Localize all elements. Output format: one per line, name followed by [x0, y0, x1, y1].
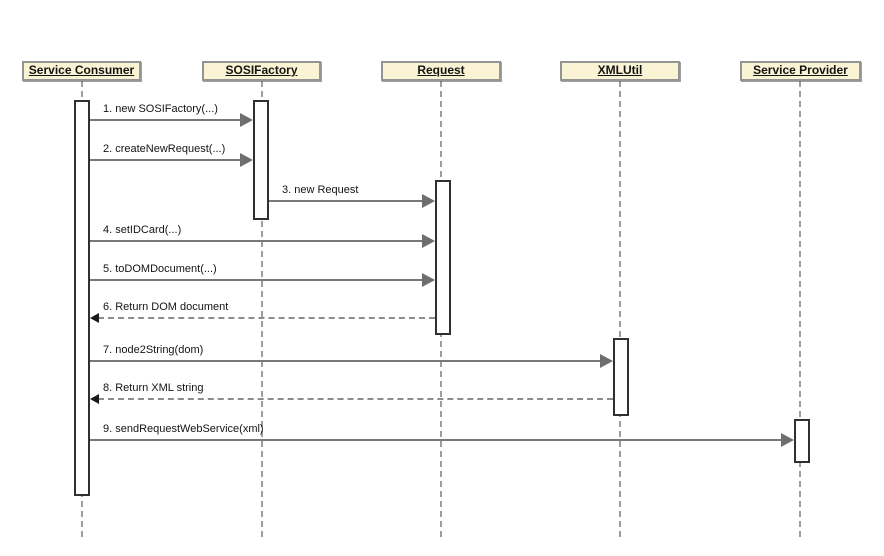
activation-bar-service-provider [794, 419, 810, 463]
message-7-node2string: 7. node2String(dom) [90, 342, 613, 368]
activation-bar-request [435, 180, 451, 335]
message-4-set-idcard: 4. setIDCard(...) [90, 222, 435, 248]
arrowhead-right-icon [240, 113, 253, 127]
message-label: 7. node2String(dom) [103, 344, 204, 356]
arrowhead-right-icon [600, 354, 613, 368]
return-dashed-line [98, 317, 435, 319]
message-2-create-new-request: 2. createNewRequest(...) [90, 141, 253, 167]
message-line [90, 360, 602, 362]
message-3-new-request: 3. new Request [269, 182, 435, 208]
lifeline-service-provider [799, 81, 801, 537]
actor-box-request: Request [381, 61, 501, 81]
message-line [90, 279, 424, 281]
message-line [90, 119, 242, 121]
message-line [269, 200, 424, 202]
lifeline-sosifactory [261, 81, 263, 537]
arrowhead-right-icon [781, 433, 794, 447]
arrowhead-right-icon [422, 194, 435, 208]
message-1-new-sosifactory: 1. new SOSIFactory(...) [90, 101, 253, 127]
actor-box-service-consumer: Service Consumer [22, 61, 141, 81]
message-label: 2. createNewRequest(...) [103, 143, 226, 155]
message-line [90, 240, 424, 242]
message-label: 9. sendRequestWebService(xml) [103, 423, 264, 435]
arrowhead-right-icon [240, 153, 253, 167]
message-label: 4. setIDCard(...) [103, 224, 182, 236]
message-5-to-dom-document: 5. toDOMDocument(...) [90, 261, 435, 287]
activation-bar-xmlutil [613, 338, 629, 416]
message-9-send-request-web-service: 9. sendRequestWebService(xml) [90, 421, 794, 447]
message-label: 1. new SOSIFactory(...) [103, 103, 218, 115]
message-6-return-dom-document: 6. Return DOM document [90, 299, 435, 323]
activation-bar-sosifactory [253, 100, 269, 220]
message-label: 8. Return XML string [103, 382, 204, 394]
message-line [90, 159, 242, 161]
arrowhead-left-icon [90, 313, 99, 323]
activation-bar-service-consumer [74, 100, 90, 496]
actor-box-sosifactory: SOSIFactory [202, 61, 321, 81]
message-line [90, 439, 783, 441]
message-label: 3. new Request [282, 184, 359, 196]
lifeline-xmlutil [619, 81, 621, 537]
return-dashed-line [98, 398, 613, 400]
actor-box-service-provider: Service Provider [740, 61, 861, 81]
actor-box-xmlutil: XMLUtil [560, 61, 680, 81]
arrowhead-right-icon [422, 234, 435, 248]
message-label: 5. toDOMDocument(...) [103, 263, 217, 275]
arrowhead-right-icon [422, 273, 435, 287]
message-8-return-xml-string: 8. Return XML string [90, 380, 613, 404]
message-label: 6. Return DOM document [103, 301, 229, 313]
arrowhead-left-icon [90, 394, 99, 404]
